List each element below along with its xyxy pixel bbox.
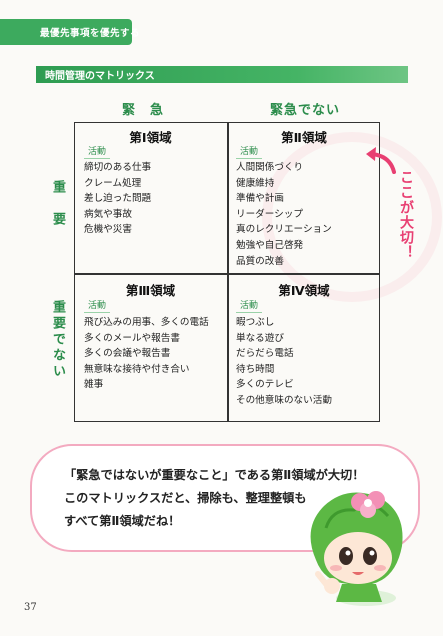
quadrant-4: 第Ⅳ領域	[228, 280, 380, 299]
list-item: 暇つぶし	[236, 317, 275, 328]
list-item: 待ち時間	[236, 363, 275, 375]
list-item: 病気や事故	[84, 208, 132, 220]
chapter-tab-label: 最優先事項を優先する	[40, 28, 141, 39]
quadrant-1: 第Ⅰ領域	[74, 127, 227, 146]
activity-badge: 活動	[84, 298, 111, 313]
list-item: 多くのメールや報告書	[84, 332, 180, 344]
bubble-line: このマトリックスだと、掃除も、整理整頓も	[64, 491, 307, 505]
list-item: 飛び込みの用事、多くの電話	[84, 317, 209, 328]
list-item: リーダーシップ	[236, 208, 303, 220]
list-item: クレーム処理	[84, 177, 142, 189]
list-item: 多くの会議や報告書	[84, 348, 171, 360]
list-item: 真のレクリエーション	[236, 224, 332, 236]
list-item: 人間関係づくり	[236, 162, 304, 173]
quadrant-4-items: 暇つぶし 単なる遊び だらだら電話 待ち時間 多くのテレビ その他意味のない活動	[236, 315, 332, 409]
quadrant-title: 第Ⅰ領域	[129, 130, 172, 145]
quadrant-title: 第Ⅳ領域	[278, 283, 330, 298]
list-item: 無意味な接待や付き合い	[84, 363, 190, 375]
activity-badge: 活動	[236, 298, 263, 313]
matrix-divider-vertical	[227, 122, 229, 422]
list-item: 単なる遊び	[236, 332, 284, 344]
list-item: 差し迫った問題	[84, 193, 152, 205]
quadrant-title: 第Ⅲ領域	[125, 283, 176, 298]
quadrant-2-items: 人間関係づくり 健康維持 準備や計画 リーダーシップ 真のレクリエーション 勉強…	[236, 160, 332, 269]
axis-not-important-label: 重要でない	[50, 300, 65, 380]
page-number: 37	[24, 602, 37, 613]
list-item: 雑事	[84, 379, 104, 391]
quadrant-3: 第Ⅲ領域	[74, 280, 227, 299]
quadrant-title: 第Ⅱ領域	[281, 130, 327, 145]
axis-important-label: 重 要	[50, 180, 65, 228]
list-item: 準備や計画	[236, 193, 284, 205]
mascot-character-icon	[310, 491, 403, 606]
list-item: だらだら電話	[236, 348, 294, 360]
list-item: 多くのテレビ	[236, 379, 294, 391]
quadrant-3-items: 飛び込みの用事、多くの電話 多くのメールや報告書 多くの会議や報告書 無意味な接…	[84, 315, 209, 393]
arrow-left-icon	[366, 147, 396, 174]
activity-badge: 活動	[84, 144, 111, 159]
bubble-line: 「緊急ではないが重要なこと」である第Ⅱ領域が大切！	[64, 468, 365, 482]
list-item: 品質の改善	[236, 255, 284, 267]
speech-bubble-text: 「緊急ではないが重要なこと」である第Ⅱ領域が大切！ このマトリックスだと、掃除も…	[64, 464, 364, 533]
axis-urgent-label: 緊 急	[122, 103, 165, 118]
matrix-divider-horizontal	[74, 273, 380, 275]
chapter-tab: 最優先事項を優先する	[0, 19, 140, 45]
activity-badge: 活動	[236, 144, 263, 159]
emphasis-arc	[262, 132, 442, 302]
bubble-line: すべて第Ⅱ領域だね！	[64, 514, 181, 528]
list-item: 危機や災害	[84, 224, 132, 236]
section-title: 時間管理のマトリックス	[45, 71, 155, 82]
quadrant-1-items: 締切のある仕事 クレーム処理 差し迫った問題 病気や事故 危機や災害	[84, 160, 151, 238]
quadrant-2: 第Ⅱ領域	[228, 127, 380, 146]
axis-not-urgent-label: 緊急でない	[270, 103, 341, 118]
section-title-bar: 時間管理のマトリックス	[36, 66, 408, 83]
list-item: 勉強や自己啓発	[236, 239, 304, 251]
list-item: 締切のある仕事	[84, 162, 152, 173]
list-item: その他意味のない活動	[236, 394, 332, 406]
list-item: 健康維持	[236, 177, 275, 189]
callout-important: ここが大切！	[398, 170, 414, 260]
